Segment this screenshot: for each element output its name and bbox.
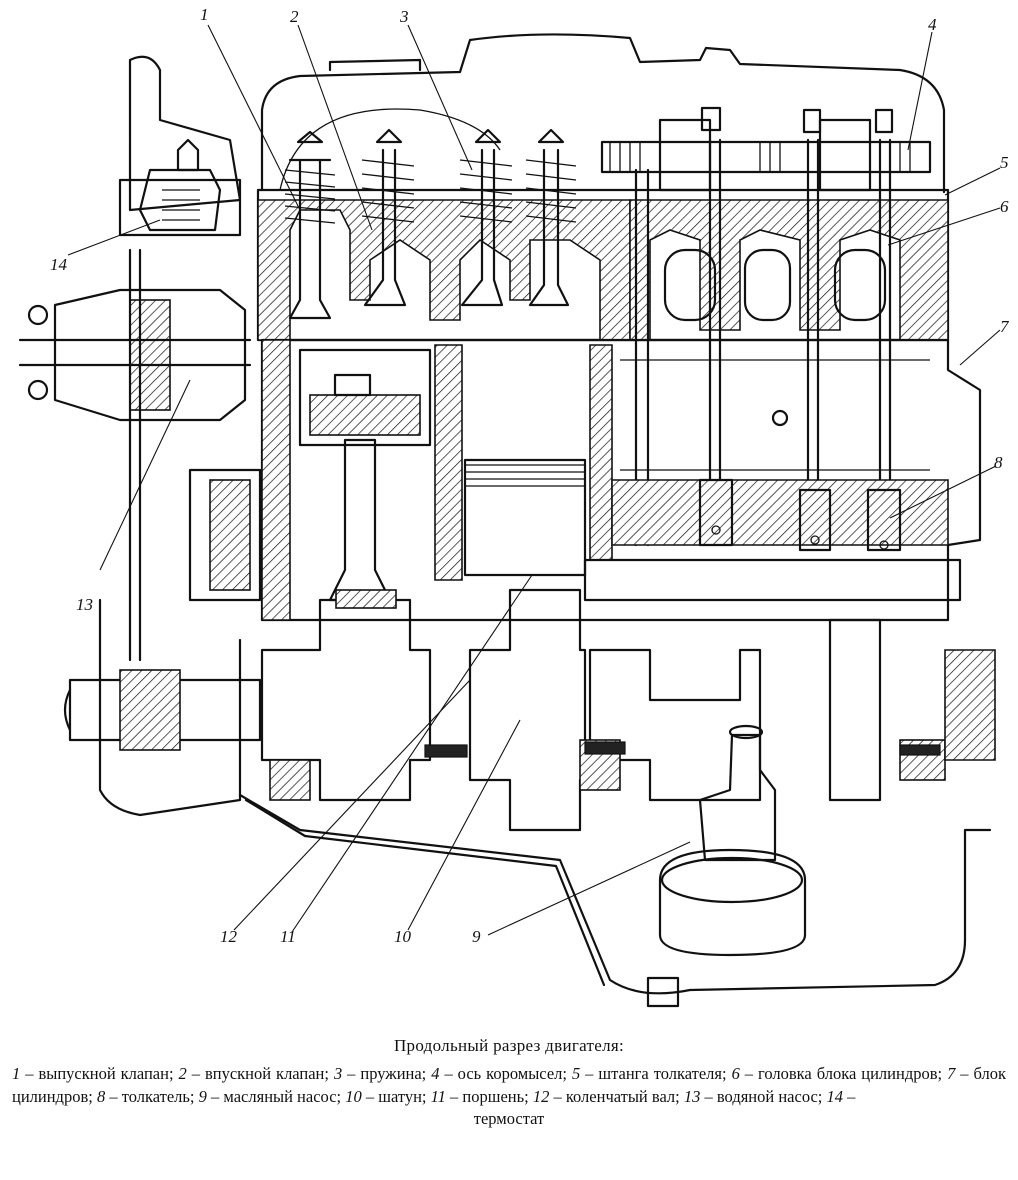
callout-14: 14 bbox=[50, 255, 68, 274]
rocker-shaft bbox=[600, 106, 932, 192]
leader-lines bbox=[67, 24, 1001, 936]
callout-8: 8 bbox=[994, 453, 1003, 472]
legend-item: 9 – масляный насос; bbox=[198, 1087, 346, 1106]
thermostat bbox=[138, 138, 222, 232]
callout-9: 9 bbox=[472, 927, 481, 946]
callout-12: 12 bbox=[220, 927, 238, 946]
callout-10: 10 bbox=[394, 927, 412, 946]
valve-4 bbox=[525, 128, 577, 307]
legend-item: 4 – ось коромысел; bbox=[431, 1064, 572, 1083]
intake-valve bbox=[361, 128, 415, 307]
cylinder-head bbox=[256, 188, 950, 342]
legend-item: 8 – толкатель; bbox=[96, 1087, 199, 1106]
callout-6: 6 bbox=[1000, 197, 1009, 216]
valves-and-springs bbox=[284, 128, 577, 320]
crankshaft bbox=[260, 558, 996, 832]
legend-item: 12 – коленчатый вал; bbox=[532, 1087, 684, 1106]
oil-pan bbox=[238, 793, 992, 1008]
valve-cover bbox=[260, 33, 946, 194]
figure-caption: Продольный разрез двигателя: 1 – выпускн… bbox=[0, 1036, 1018, 1130]
callout-2: 2 bbox=[290, 7, 299, 26]
pushrods bbox=[634, 138, 892, 547]
legend-item: 3 – пружина; bbox=[333, 1064, 432, 1083]
callout-13: 13 bbox=[76, 595, 93, 614]
legend-item: 14 – bbox=[826, 1087, 856, 1106]
callout-11: 11 bbox=[280, 927, 296, 946]
legend-item: 7 – блок цилиндров; bbox=[12, 1064, 1006, 1106]
caption-title: Продольный разрез двигателя: bbox=[393, 1036, 625, 1055]
legend-item: 11 – поршень; bbox=[430, 1087, 533, 1106]
callout-4: 4 bbox=[928, 15, 937, 34]
caption-legend: 1 – выпускной клапан; 2 – впускной клапа… bbox=[12, 1062, 1006, 1108]
legend-item: 13 – водяной насос; bbox=[683, 1087, 827, 1106]
cylinder-block bbox=[260, 338, 982, 622]
legend-item: 1 – выпускной клапан; bbox=[12, 1064, 179, 1083]
legend-item: 6 – головка блока цилиндров; bbox=[731, 1064, 948, 1083]
engine-section-drawing: 1 2 3 4 5 6 7 8 9 10 11 12 13 14 bbox=[18, 5, 1010, 1008]
caption-last-line: термостат bbox=[473, 1109, 545, 1128]
piston-and-rod bbox=[298, 348, 587, 602]
callout-5: 5 bbox=[1000, 153, 1009, 172]
oil-pump bbox=[658, 724, 807, 957]
water-pump bbox=[18, 288, 252, 422]
legend-item: 10 – шатун; bbox=[345, 1087, 431, 1106]
exhaust-valve bbox=[284, 130, 336, 320]
callout-1: 1 bbox=[200, 5, 209, 24]
callout-numbers: 1 2 3 4 5 6 7 8 9 10 11 12 13 14 bbox=[50, 5, 1010, 946]
legend-item: 5 – штанга толкателя; bbox=[571, 1064, 732, 1083]
tappets bbox=[698, 478, 902, 552]
spring bbox=[459, 128, 513, 307]
callout-3: 3 bbox=[399, 7, 409, 26]
callout-7: 7 bbox=[1000, 317, 1010, 336]
legend-item: 2 – впускной клапан; bbox=[178, 1064, 334, 1083]
front-assembly bbox=[18, 55, 262, 817]
